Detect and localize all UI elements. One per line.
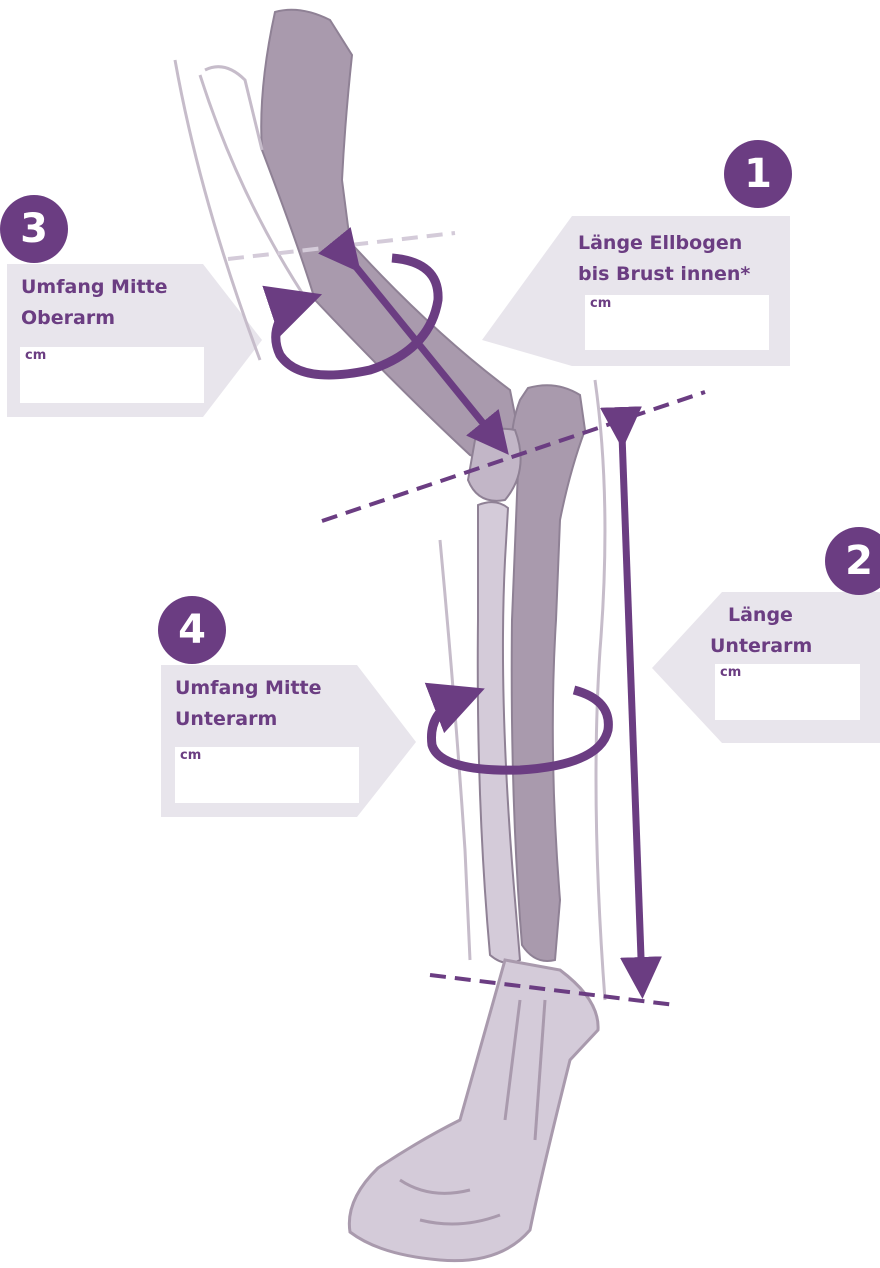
label-line-2: Unterarm — [710, 631, 812, 662]
badge-3: 3 — [0, 195, 68, 263]
forearm-bones — [468, 385, 585, 963]
label-line-2: Unterarm — [175, 704, 322, 735]
input-upper-arm-circumference[interactable]: cm — [20, 347, 204, 403]
label-line-1: Länge Ellbogen — [578, 228, 750, 259]
callout-1-label: Länge Ellbogen bis Brust innen* — [578, 228, 750, 290]
callout-3-label: Umfang Mitte Oberarm — [21, 272, 168, 334]
callout-4-label: Umfang Mitte Unterarm — [175, 673, 322, 735]
unit-label: cm — [720, 665, 741, 680]
label-line-2: bis Brust innen* — [578, 259, 750, 290]
unit-label: cm — [180, 748, 201, 763]
paw-bones — [349, 960, 598, 1261]
callout-2-label: Länge Unterarm — [710, 600, 812, 662]
label-line-2: Oberarm — [21, 303, 168, 334]
label-line-1: Länge — [710, 600, 812, 631]
unit-label: cm — [590, 296, 611, 311]
badge-1: 1 — [724, 140, 792, 208]
unit-label: cm — [25, 348, 46, 363]
input-forearm-length[interactable]: cm — [715, 664, 860, 720]
label-line-1: Umfang Mitte — [175, 673, 322, 704]
badge-4: 4 — [158, 596, 226, 664]
length-arrow-forearm — [622, 435, 642, 985]
input-elbow-chest-length[interactable]: cm — [585, 295, 769, 350]
input-forearm-circumference[interactable]: cm — [175, 747, 359, 803]
upper-arm-bone — [261, 10, 520, 460]
label-line-1: Umfang Mitte — [21, 272, 168, 303]
